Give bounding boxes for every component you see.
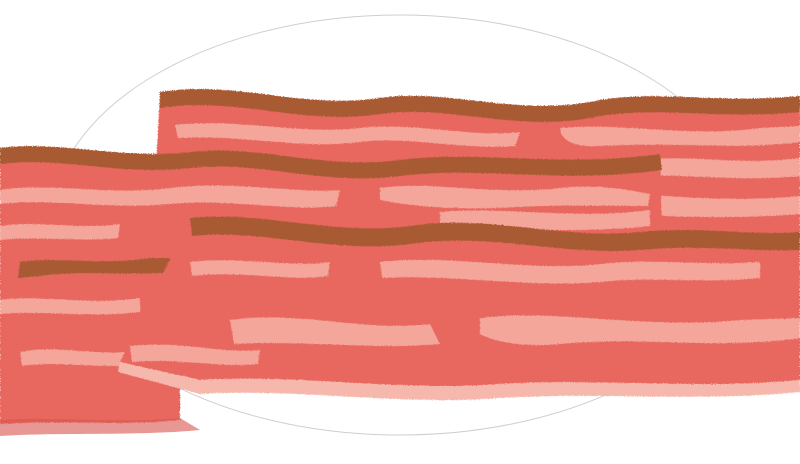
bacon-strip-left [0,258,180,424]
bacon-strip-shadow [0,418,200,436]
bacon-strip-front [118,216,800,401]
